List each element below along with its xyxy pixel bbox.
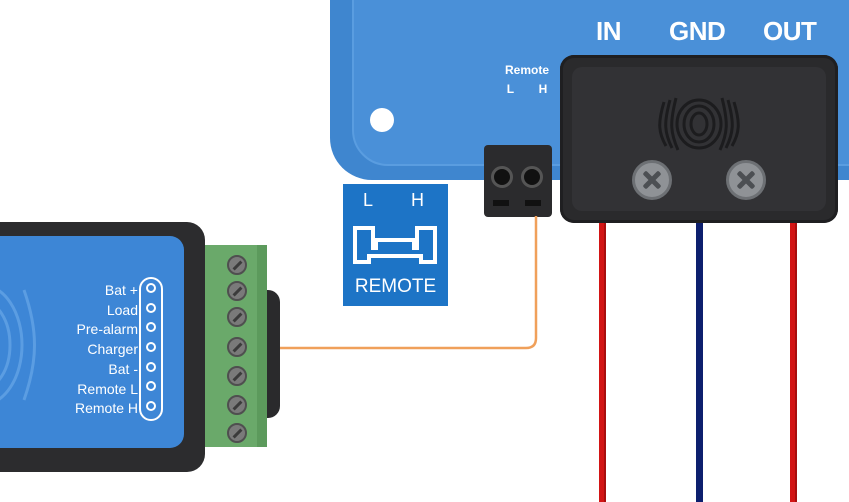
terminal-cover-face	[572, 67, 826, 211]
terminal-label-in: IN	[596, 16, 622, 46]
pin-label-remote-h: Remote H	[74, 400, 138, 417]
wire-out-red	[790, 222, 797, 502]
remote-header-title: Remote	[504, 63, 549, 77]
remote-header-l: L	[506, 82, 514, 96]
pin-hole	[146, 381, 156, 391]
green-terminal-strip	[205, 245, 267, 447]
screw-left	[632, 160, 672, 200]
terminal-screw	[227, 423, 247, 443]
terminal-screw	[227, 395, 247, 415]
remote-badge-h: H	[411, 190, 424, 210]
pin-label-load: Load	[106, 301, 138, 318]
remote-terminal-screw-h	[521, 166, 543, 188]
pin-label-bat-minus: Bat -	[108, 360, 138, 377]
pin-label-charger: Charger	[87, 341, 138, 358]
pin-label-remote-l: Remote L	[77, 380, 138, 397]
pin-strip	[139, 277, 163, 421]
pin-hole	[146, 322, 156, 332]
pin-hole	[146, 303, 156, 313]
pin-label-pre-alarm: Pre-alarm	[76, 321, 138, 338]
terminal-label-gnd: GND	[669, 16, 726, 46]
pin-label-list: Bat + Load Pre-alarm Charger Bat - Remot…	[40, 281, 138, 419]
terminal-strip-edge	[257, 245, 267, 447]
remote-badge-label: REMOTE	[354, 276, 437, 297]
wire-in-red	[599, 222, 606, 502]
terminal-screw	[227, 307, 247, 327]
pin-label-bat-plus: Bat +	[104, 282, 138, 298]
screw-right	[726, 160, 766, 200]
wire-remote-orange	[268, 216, 538, 350]
monitor-logo-icon	[0, 270, 42, 420]
jumper-icon	[349, 220, 441, 275]
terminal-slot-l	[493, 200, 509, 206]
victron-logo-icon	[656, 92, 742, 156]
remote-badge: L H REMOTE	[343, 184, 448, 306]
pin-hole	[146, 362, 156, 372]
terminal-screw	[227, 337, 247, 357]
terminal-screw	[227, 281, 247, 301]
terminal-screw	[227, 366, 247, 386]
remote-header-h: H	[538, 82, 548, 96]
wire-gnd-navy	[696, 222, 703, 502]
remote-header: Remote L H	[496, 62, 558, 97]
pin-hole	[146, 283, 156, 293]
remote-badge-l: L	[363, 190, 374, 210]
remote-header-pins: L H	[496, 81, 558, 97]
mounting-hole	[370, 108, 394, 132]
terminal-slot-h	[525, 200, 541, 206]
pin-hole	[146, 401, 156, 411]
pin-hole	[146, 342, 156, 352]
terminal-label-out: OUT	[763, 16, 817, 46]
terminal-screw	[227, 255, 247, 275]
remote-terminal-screw-l	[491, 166, 513, 188]
